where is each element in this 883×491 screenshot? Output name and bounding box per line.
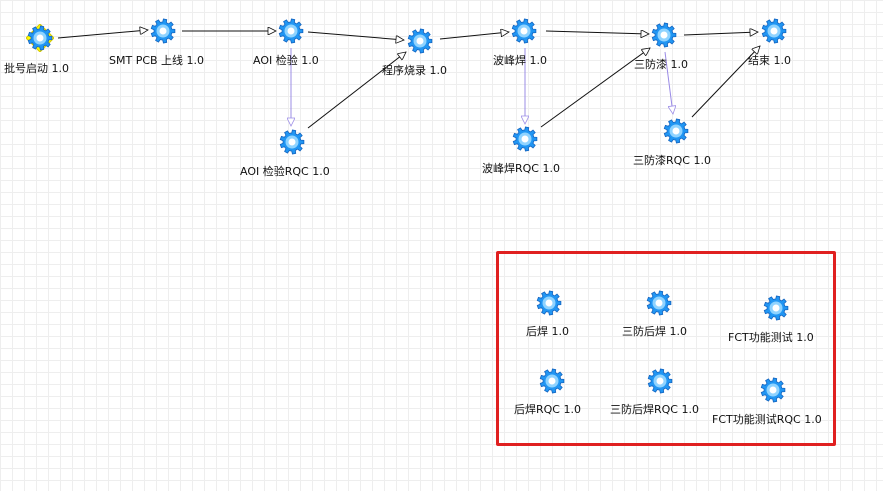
node-label: FCT功能测试RQC 1.0 xyxy=(712,413,822,426)
node-label: 后焊 1.0 xyxy=(526,325,569,338)
node-label: 批号启动 1.0 xyxy=(4,62,69,75)
selection-highlight-box xyxy=(496,251,836,446)
node-label: 程序烧录 1.0 xyxy=(382,64,447,77)
node-label: 波峰焊RQC 1.0 xyxy=(482,162,560,175)
edge-coat-end[interactable] xyxy=(683,32,758,35)
node-label: 三防后焊 1.0 xyxy=(622,325,687,338)
node-label: 结束 1.0 xyxy=(748,54,791,67)
edge-aoi-rqc-burn[interactable] xyxy=(307,52,406,129)
node-label: AOI 检验 1.0 xyxy=(253,54,319,67)
node-label: 后焊RQC 1.0 xyxy=(514,403,581,416)
edge-burn-wave[interactable] xyxy=(439,32,509,40)
edge-aoi-burn[interactable] xyxy=(307,31,404,40)
gear-icon[interactable] xyxy=(760,17,788,45)
node-label: SMT PCB 上线 1.0 xyxy=(109,54,205,67)
node-label: 三防漆 1.0 xyxy=(634,58,688,71)
gear-icon[interactable] xyxy=(511,125,539,153)
gear-icon[interactable] xyxy=(510,17,538,45)
gear-icon[interactable] xyxy=(646,367,674,395)
node-label: 三防漆RQC 1.0 xyxy=(633,154,711,167)
gear-icon[interactable] xyxy=(645,289,673,317)
edge-coat-to-rqc[interactable] xyxy=(664,51,673,114)
gear-icon[interactable] xyxy=(277,17,305,45)
gear-icon[interactable] xyxy=(762,294,790,322)
gear-icon[interactable] xyxy=(759,376,787,404)
gear-icon[interactable] xyxy=(406,27,434,55)
node-label: AOI 检验RQC 1.0 xyxy=(240,165,330,178)
gear-icon[interactable] xyxy=(149,17,177,45)
gear-icon[interactable] xyxy=(535,289,563,317)
gear-icon[interactable] xyxy=(650,21,678,49)
edge-wave-coat[interactable] xyxy=(545,31,649,34)
node-label: FCT功能测试 1.0 xyxy=(728,331,814,344)
start-diamond-gear-icon[interactable] xyxy=(26,24,54,52)
gear-icon[interactable] xyxy=(538,367,566,395)
node-label: 三防后焊RQC 1.0 xyxy=(610,403,699,416)
edge-coat-rqc-end[interactable] xyxy=(691,46,760,118)
node-label: 波峰焊 1.0 xyxy=(493,54,547,67)
gear-icon[interactable] xyxy=(278,128,306,156)
gear-icon[interactable] xyxy=(662,117,690,145)
edge-start-smt[interactable] xyxy=(57,30,148,39)
edge-wave-rqc-coat[interactable] xyxy=(540,48,650,128)
